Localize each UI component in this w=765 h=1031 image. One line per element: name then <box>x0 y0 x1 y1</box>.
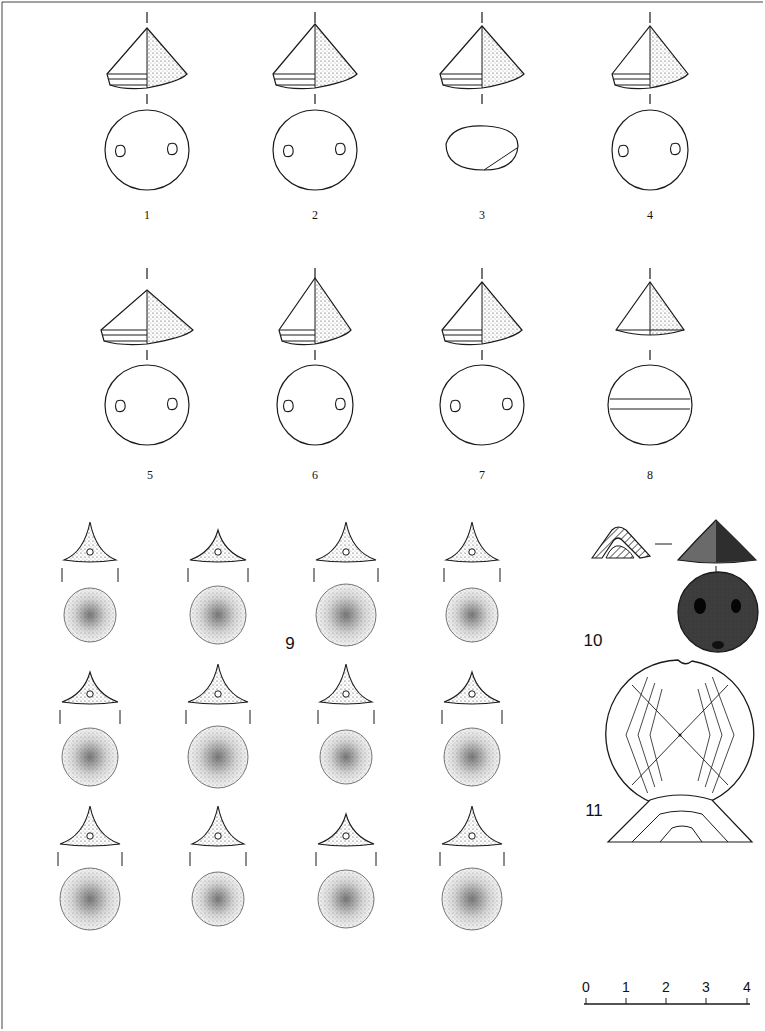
figure-number: 5 <box>147 469 153 481</box>
figure-number: 3 <box>479 209 485 221</box>
figure-number: 1 <box>144 209 150 221</box>
figure-number: 6 <box>312 469 318 481</box>
scale-tick-label: 4 <box>743 980 751 994</box>
figure-number: 8 <box>647 469 653 481</box>
figure-number: 2 <box>312 209 318 221</box>
figure-number: 10 <box>584 632 603 649</box>
scale-tick-label: 0 <box>582 980 590 994</box>
figure-number: 11 <box>585 802 603 819</box>
figure-number: 9 <box>285 635 294 652</box>
scale-tick-label: 3 <box>702 980 710 994</box>
figure-number: 7 <box>479 469 485 481</box>
scale-tick-label: 2 <box>662 980 670 994</box>
figure-number: 4 <box>647 209 653 221</box>
scale-tick-label: 1 <box>622 980 630 994</box>
